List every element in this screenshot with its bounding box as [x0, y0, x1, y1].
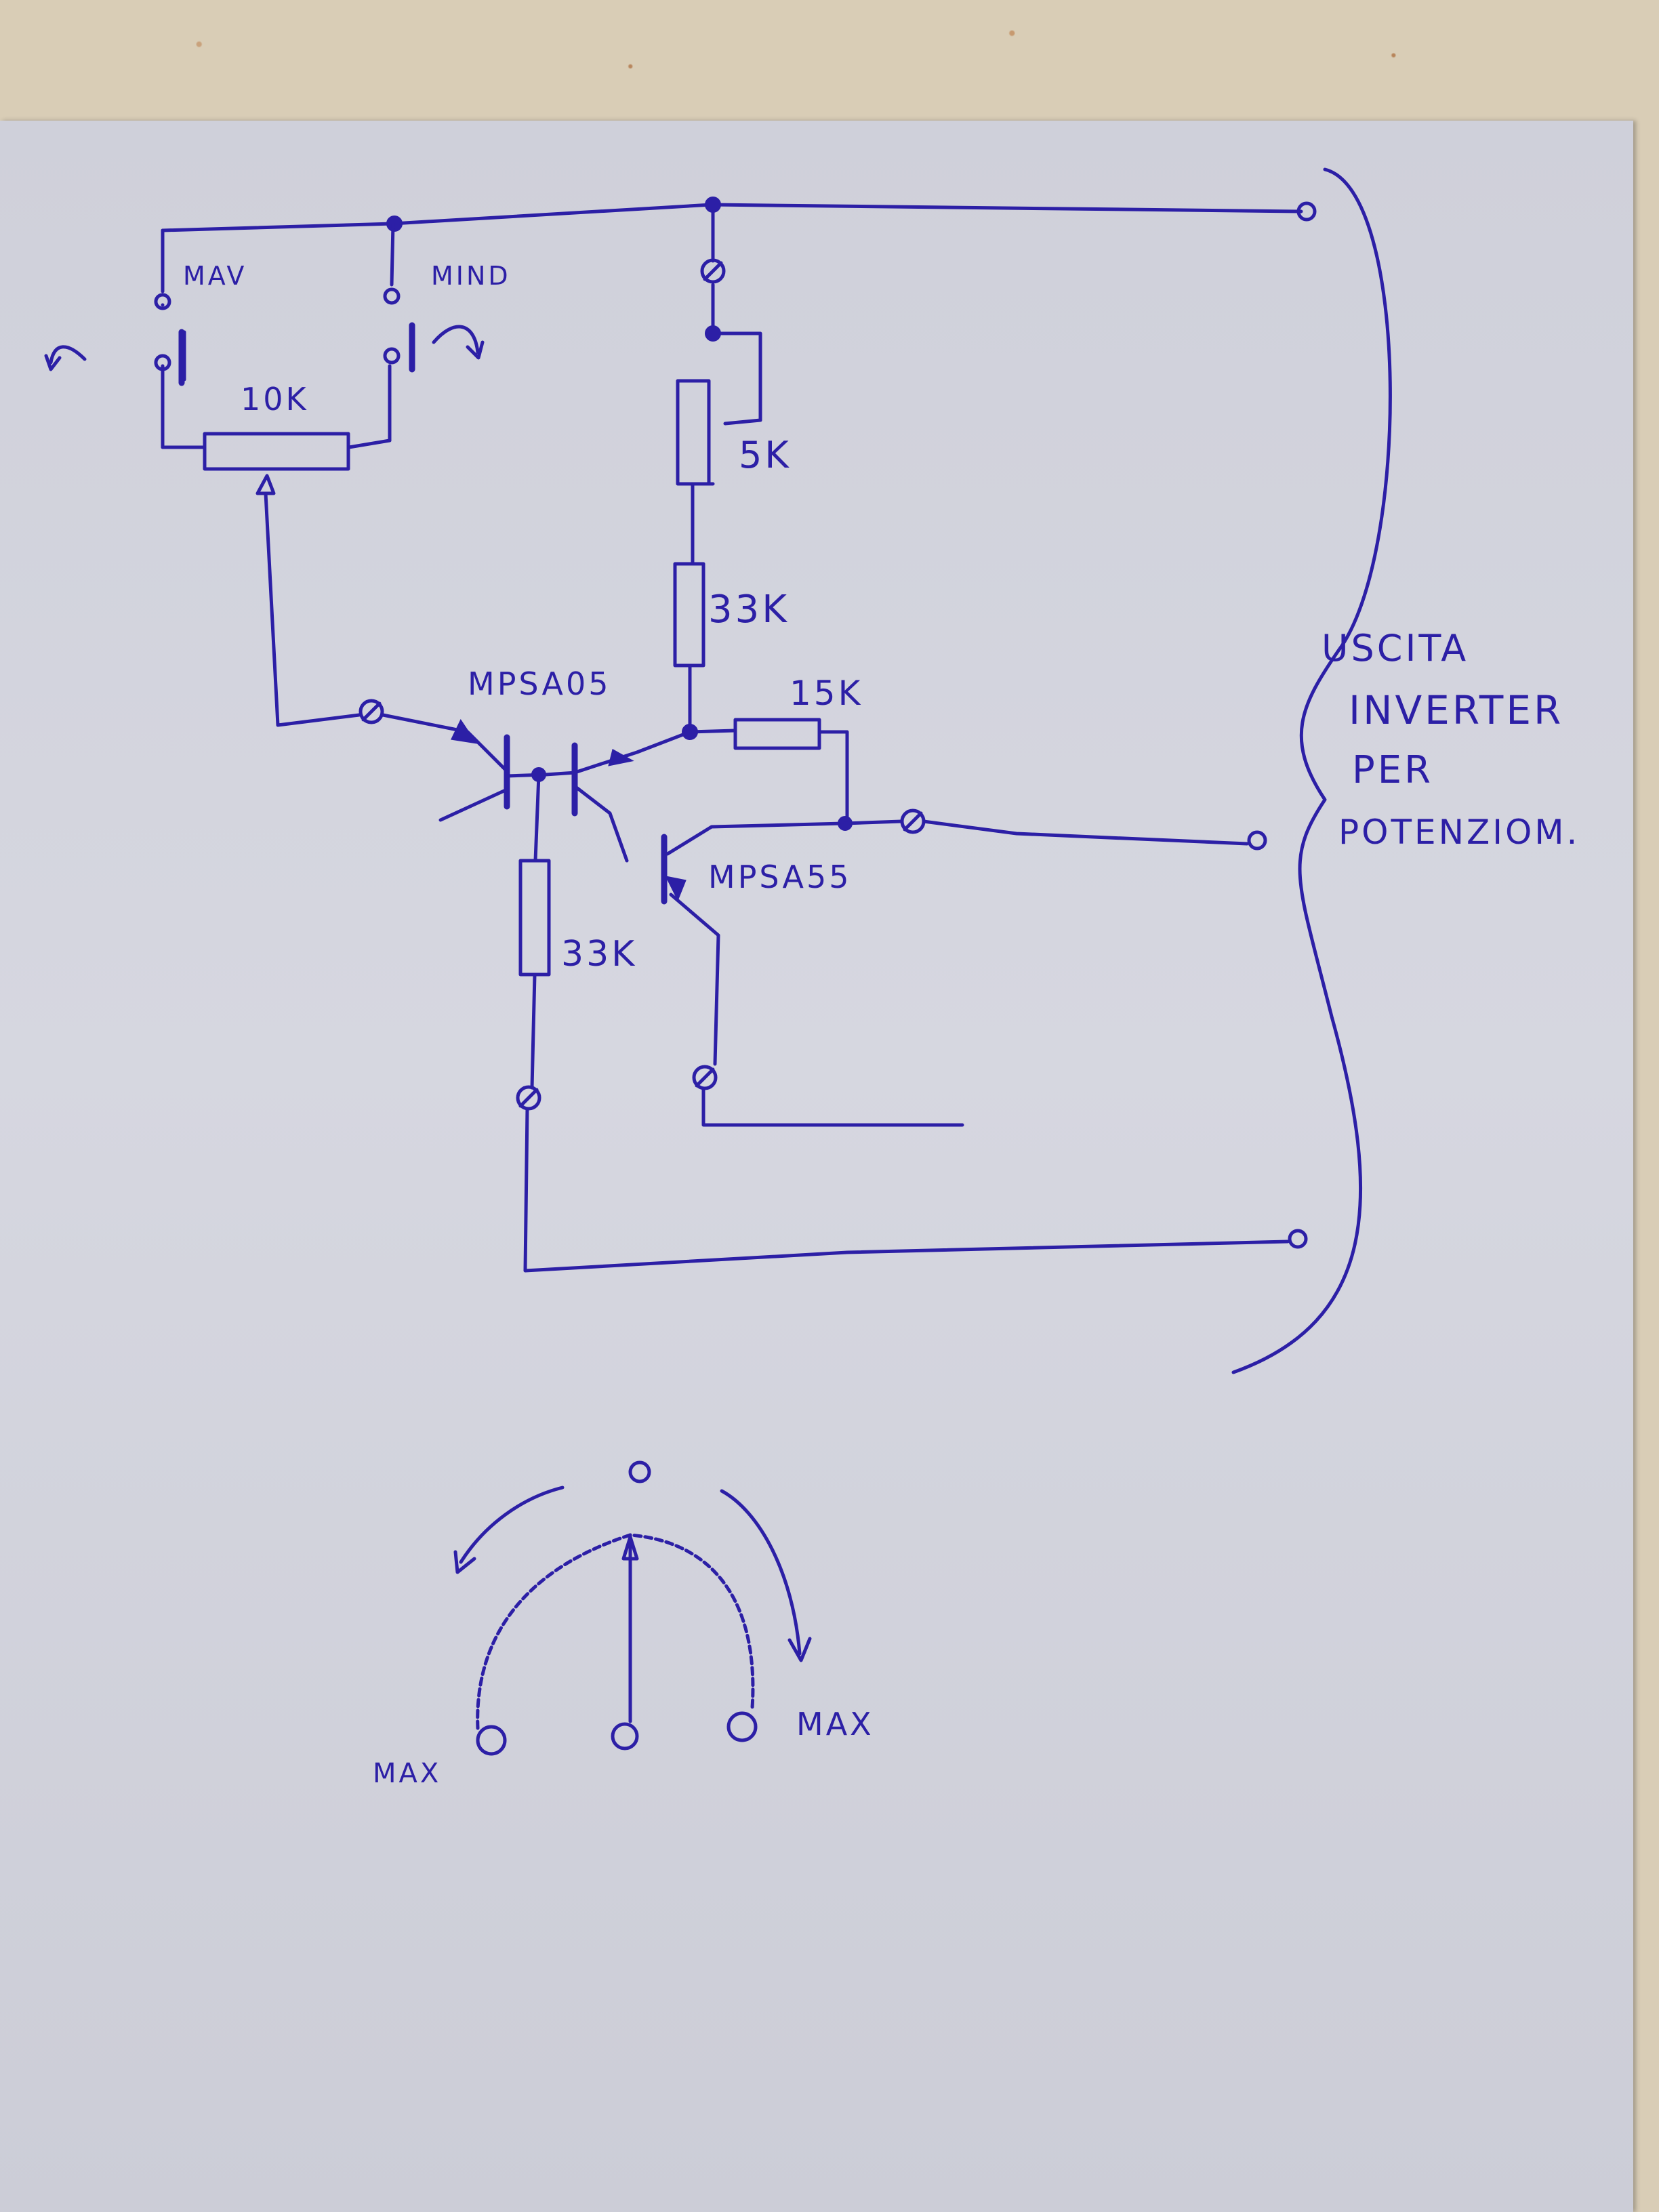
label-output-line3: PER	[1352, 748, 1433, 792]
dial-terminal-left	[476, 1725, 507, 1756]
switch-mind	[388, 222, 395, 443]
trimmer-wiper-loop	[711, 331, 762, 426]
npn-emitter-arrow	[451, 718, 478, 744]
top-rail-wire	[161, 203, 1303, 232]
terminal-slash	[695, 1067, 715, 1088]
npn-base-wire	[381, 713, 510, 775]
output-brace	[1231, 167, 1392, 1374]
wire-to-output-middle	[922, 819, 1249, 846]
label-pot-10k: 10K	[241, 381, 309, 417]
wire-15k-right	[817, 730, 849, 825]
dial-arc-arrow-left-icon	[453, 1486, 565, 1574]
terminal-slash	[518, 1088, 539, 1108]
npn-lead	[438, 787, 509, 822]
wire-to-33k-bottom	[533, 773, 541, 863]
resistor-15k	[733, 718, 821, 750]
pnp-base-wire	[573, 784, 629, 863]
pot-wiper	[255, 474, 361, 727]
terminal-slash	[903, 811, 923, 832]
trimmer-5k-body	[676, 379, 711, 486]
emitter-arrow	[608, 748, 634, 766]
emitter-lead-wire	[701, 1086, 964, 1127]
npn-to-node	[573, 730, 692, 775]
label-mind: MIND	[431, 261, 511, 291]
pnp-emitter-arrow	[665, 876, 687, 901]
resistor-33k-top	[673, 562, 705, 668]
label-mpsa05: MPSA05	[468, 665, 611, 702]
switch-mav	[161, 228, 186, 449]
label-mpsa55: MPSA55	[708, 859, 851, 895]
switch-contact	[383, 347, 401, 365]
switch-contact	[154, 293, 171, 310]
dial-resistive-track	[476, 1533, 755, 1730]
dial-terminal-center	[611, 1722, 639, 1750]
wire-to-output-terminal	[843, 819, 903, 825]
pot-10k-body	[203, 432, 350, 471]
dial-arc-arrow-right-icon	[720, 1489, 812, 1662]
dial-terminal-right	[726, 1711, 758, 1742]
output-terminal-bottom	[1288, 1229, 1308, 1249]
pnp-collector	[665, 821, 846, 856]
pnp-emitter-wire	[669, 893, 720, 1066]
terminal-trimmer-top	[700, 258, 726, 284]
label-resistor-15k: 15K	[790, 674, 863, 713]
label-resistor-33k-bottom: 33K	[561, 934, 637, 975]
dial-wiper-arrow	[621, 1535, 639, 1561]
resistor-33k-bottom	[518, 859, 551, 977]
label-mav: MAV	[183, 261, 247, 291]
label-trimmer-5k: 5K	[739, 434, 792, 476]
switch-contact	[383, 287, 401, 305]
label-output-line1: USCITA	[1322, 627, 1469, 670]
output-terminal-top	[1296, 201, 1317, 222]
rotation-arrow-left-icon	[44, 345, 87, 371]
wire-15k-left	[688, 729, 737, 734]
label-output-line2: INVERTER	[1349, 687, 1563, 733]
label-dial-max-right: MAX	[796, 1706, 874, 1742]
dial-zero-mark	[628, 1460, 651, 1483]
label-resistor-33k-top: 33K	[708, 588, 790, 632]
label-dial-max-left: MAX	[373, 1758, 441, 1789]
rotation-arrow-right-icon	[432, 325, 485, 360]
trimmer-to-resistor	[691, 482, 715, 566]
label-output-line4: POTENZIOM.	[1338, 813, 1580, 852]
pot-wires	[161, 438, 392, 449]
bottom-rail-wire	[523, 1107, 1290, 1273]
output-terminal-middle	[1247, 830, 1267, 851]
switch-contact	[154, 354, 171, 371]
terminal-slash	[361, 701, 382, 722]
terminal-base-input	[359, 699, 384, 724]
wire-33k-down	[530, 972, 537, 1090]
terminal-slash	[703, 261, 723, 281]
